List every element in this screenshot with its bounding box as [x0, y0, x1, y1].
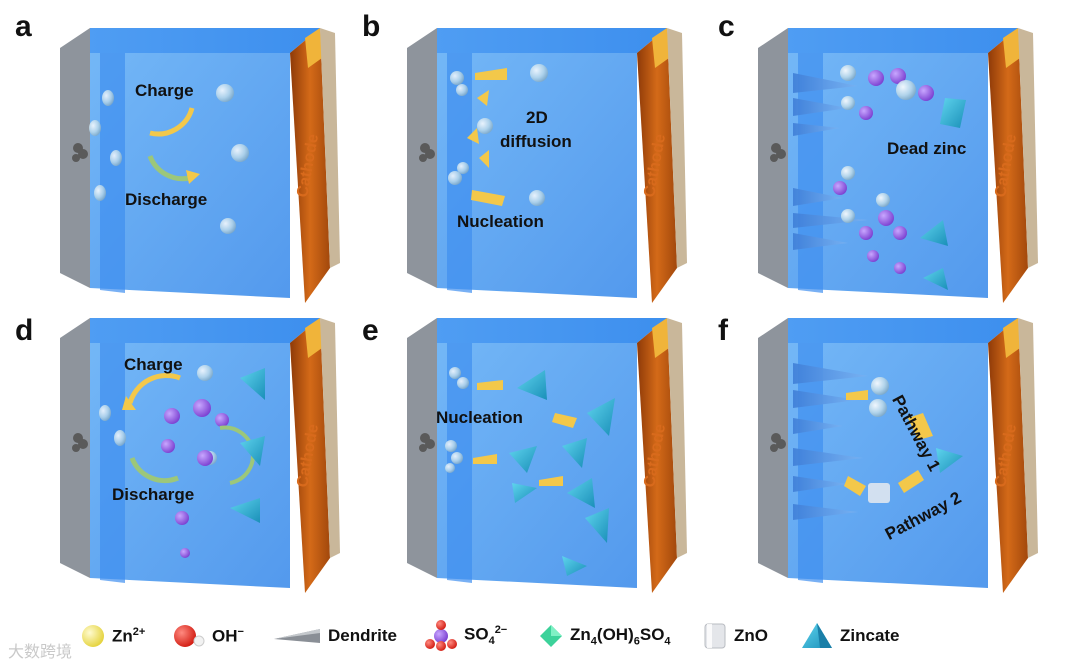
legend-item-oh: OH− [172, 618, 244, 654]
legend-item-zn4oh6so4: Zn4(OH)6SO4 [538, 618, 671, 654]
panel-f-cell-diagram: Cathode [758, 318, 1038, 593]
panel-label-a: a [15, 10, 32, 43]
panel-label-e: e [362, 314, 379, 347]
panel-label-c: c [718, 10, 735, 43]
panel-b-nucleation-label: Nucleation [457, 212, 544, 231]
legend-oh-sup: − [237, 625, 244, 638]
legend-so4-sup: 2− [494, 624, 508, 637]
panel-label-d: d [15, 314, 34, 347]
panel-a-discharge-label: Discharge [125, 190, 208, 209]
panel-b-cell-diagram: Cathode [407, 28, 687, 303]
panel-a-cell-diagram: Cathode [60, 28, 340, 303]
panel-e-nucleation-label: Nucleation [436, 408, 523, 427]
panel-d-charge-label: Charge [124, 355, 183, 374]
panel-c-dead-zinc-label: Dead zinc [887, 139, 967, 158]
legend-zn4-mid: (OH) [596, 624, 634, 644]
legend: Zn2+ OH− Dendrite SO42− Zn4(OH)6SO4 ZnO … [0, 612, 1080, 660]
legend-item-zno: ZnO [702, 618, 768, 654]
zincate-pyramid-icon [802, 623, 832, 648]
panel-c-cell-diagram: Cathode [758, 28, 1038, 303]
legend-zn4-text: Zn [570, 624, 591, 644]
legend-item-zincate: Zincate [800, 618, 900, 654]
legend-so4-sub: 4 [488, 635, 495, 648]
dendrite-icon [274, 629, 320, 643]
panel-b-diffusion-label: diffusion [500, 132, 572, 151]
panel-label-b: b [362, 10, 381, 43]
panel-d-cell-diagram: Cathode [60, 318, 340, 593]
legend-so4-text: SO [464, 625, 489, 645]
watermark-text: 大数跨境 [8, 642, 73, 661]
legend-item-dendrite: Dendrite [272, 618, 397, 654]
panel-b-2d-label: 2D [526, 108, 548, 127]
legend-dendrite-text: Dendrite [328, 626, 397, 645]
legend-zn4-sub1: 4 [590, 635, 597, 648]
legend-zn2-sup: 2+ [132, 625, 146, 638]
legend-oh-text: OH [212, 626, 238, 646]
legend-zincate-text: Zincate [840, 626, 900, 645]
panel-e-cell-diagram: Cathode [407, 318, 687, 593]
so4-molecule-icon [425, 620, 457, 651]
zn4oh6so4-crystal-icon [540, 625, 562, 647]
legend-item-so4: SO42− [424, 618, 507, 654]
legend-zn4-sub3: 4 [664, 635, 671, 648]
zno-block-icon [704, 623, 726, 649]
legend-zn4-end: SO [639, 624, 665, 644]
panel-a-charge-label: Charge [135, 81, 194, 100]
panel-d-discharge-label: Discharge [112, 485, 195, 504]
oh-sphere-icon [174, 625, 205, 647]
legend-zn4-sub2: 6 [633, 635, 640, 648]
legend-zn2-text: Zn [112, 626, 133, 646]
zn2-sphere-icon [82, 625, 104, 647]
legend-zno-text: ZnO [734, 626, 768, 645]
legend-item-zn2: Zn2+ [80, 618, 145, 654]
panel-label-f: f [718, 314, 728, 347]
